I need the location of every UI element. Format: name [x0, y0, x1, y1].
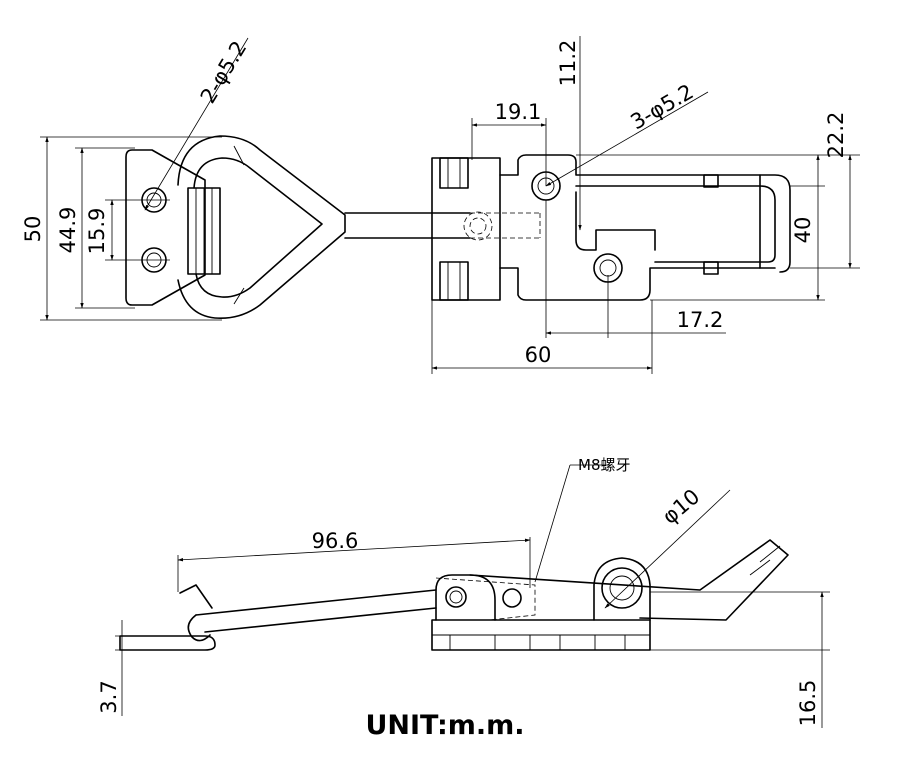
side-pivot-left — [445, 586, 467, 608]
side-pivot-right — [601, 567, 643, 609]
dim-3-7: 3.7 — [97, 680, 121, 713]
unit-label: UNIT:m.m. — [365, 710, 524, 741]
latch-base-left — [431, 157, 501, 301]
dim-40: 40 — [791, 217, 815, 244]
callout-thread: M8螺牙 — [578, 456, 631, 474]
dim-50: 50 — [21, 216, 45, 243]
dim-15-9: 15.9 — [85, 208, 109, 255]
dim-holes-2: 2-φ5.2 — [196, 37, 252, 108]
latch-upper-arm — [499, 154, 791, 273]
dim-11-2: 11.2 — [556, 40, 580, 87]
latch-slot — [575, 191, 656, 251]
side-lever — [195, 589, 437, 633]
dim-19-1: 19.1 — [495, 100, 542, 124]
side-view: 96.6 M8螺牙 φ10 3.7 16.5 — [97, 456, 830, 728]
dim-60: 60 — [525, 343, 552, 367]
dim-96-6: 96.6 — [312, 529, 359, 553]
dim-44-9: 44.9 — [56, 207, 80, 254]
dim-22-2: 22.2 — [824, 112, 848, 159]
wire-loop-inner — [193, 157, 323, 298]
top-view: 50 44.9 15.9 2-φ5.2 19.1 11.2 3-φ5.2 22.… — [21, 36, 860, 374]
wire-loop-outer — [177, 135, 346, 320]
dim-phi10: φ10 — [658, 484, 705, 528]
dim-holes-3: 3-φ5.2 — [627, 79, 698, 134]
latch-lower-arm — [499, 267, 776, 301]
side-hook-arm — [469, 539, 789, 621]
mounting-plate — [125, 149, 206, 306]
dim-17-2: 17.2 — [677, 308, 724, 332]
dim-16-5: 16.5 — [796, 680, 820, 727]
